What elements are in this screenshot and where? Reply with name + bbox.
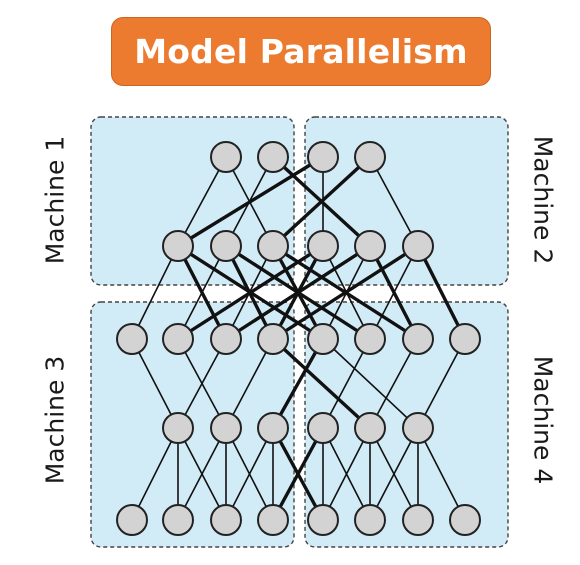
network-edge	[417, 427, 466, 521]
neuron-node	[354, 230, 386, 262]
neuron-node	[402, 323, 434, 355]
neuron-node	[354, 323, 386, 355]
neuron-node	[449, 323, 481, 355]
cross-machine-edge	[271, 244, 420, 341]
cross-machine-edge	[271, 337, 325, 430]
network-edge	[369, 245, 419, 340]
neuron-node	[307, 323, 339, 355]
network-edge	[177, 338, 227, 429]
network-edge	[322, 427, 371, 521]
machine-4-label: Machine 4	[528, 355, 558, 485]
neuron-node	[257, 230, 289, 262]
neuron-node	[354, 412, 386, 444]
neuron-node	[307, 230, 339, 262]
neuron-node	[162, 323, 194, 355]
network-edge	[322, 338, 371, 429]
neuron-node	[162, 412, 194, 444]
network-edge	[417, 338, 466, 429]
neuron-node	[402, 504, 434, 536]
network-edge	[177, 156, 227, 247]
neuron-node	[257, 141, 289, 173]
neuron-node	[354, 141, 386, 173]
machine-1-label: Machine 1	[40, 135, 70, 265]
machine-2-label: Machine 2	[528, 135, 558, 265]
network-edge	[369, 427, 419, 521]
neuron-node	[210, 323, 242, 355]
machine-3-label: Machine 3	[40, 355, 70, 485]
network-edge	[369, 338, 419, 429]
network-edge	[225, 427, 274, 521]
diagram-title: Model Parallelism	[134, 32, 468, 71]
neuron-node	[210, 230, 242, 262]
neuron-node	[116, 504, 148, 536]
neuron-node	[354, 504, 386, 536]
neuron-node	[257, 412, 289, 444]
cross-machine-edge	[271, 337, 372, 430]
network-edge	[322, 338, 419, 429]
network-edge	[225, 338, 274, 429]
neuron-node	[307, 504, 339, 536]
neuron-node	[162, 504, 194, 536]
neuron-node	[116, 323, 148, 355]
network-edge	[177, 245, 227, 340]
neuron-node	[307, 141, 339, 173]
network-edge	[177, 427, 227, 521]
machine-1-region	[90, 116, 295, 286]
network-edge	[131, 427, 179, 521]
machine-2-region	[304, 116, 509, 286]
cross-machine-edge	[271, 426, 325, 522]
neuron-node	[210, 412, 242, 444]
neuron-node	[402, 412, 434, 444]
cross-machine-edge	[176, 244, 325, 341]
neuron-node	[307, 412, 339, 444]
cross-machine-edge	[224, 244, 372, 341]
cross-machine-edge	[176, 155, 325, 248]
cross-machine-edge	[271, 155, 372, 248]
title-banner: Model Parallelism	[111, 17, 491, 86]
network-edge	[131, 245, 179, 340]
network-edge	[369, 156, 419, 247]
cross-machine-edge	[416, 244, 467, 341]
neuron-node	[257, 504, 289, 536]
neuron-node	[210, 141, 242, 173]
neuron-node	[162, 230, 194, 262]
neuron-node	[257, 323, 289, 355]
neuron-node	[210, 504, 242, 536]
network-edge	[131, 338, 179, 429]
neuron-node	[449, 504, 481, 536]
neuron-node	[402, 230, 434, 262]
